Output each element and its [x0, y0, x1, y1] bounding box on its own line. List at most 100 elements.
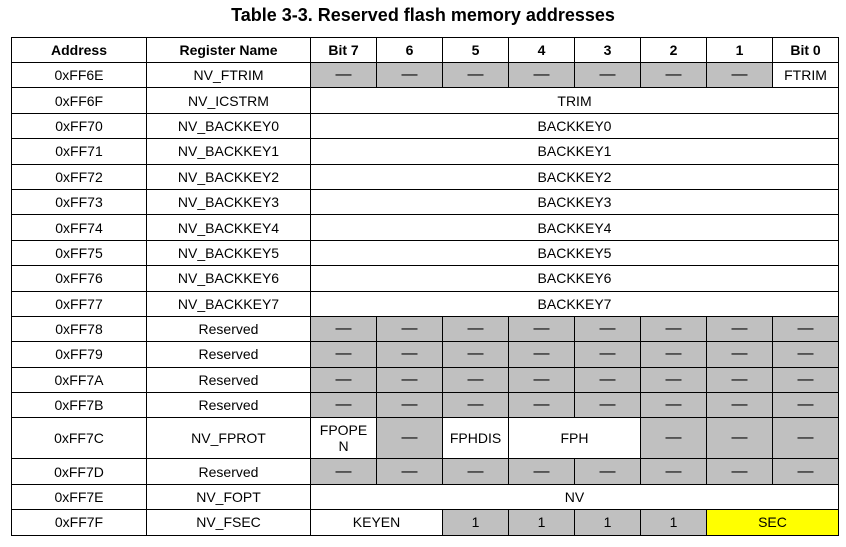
table-row: 0xFF75 NV_BACKKEY5 BACKKEY5	[11, 239, 839, 267]
reserved-bit-cell: —	[310, 315, 377, 343]
reserved-bit-cell: —	[376, 458, 443, 485]
table-title: Table 3-3. Reserved flash memory address…	[231, 5, 615, 25]
bit-field-cell: FPOPE N	[310, 417, 377, 460]
bit-field-cell: NV	[310, 483, 839, 511]
bit-field-cell: FPHDIS	[442, 417, 509, 460]
address-cell: 0xFF73	[11, 188, 147, 216]
reserved-bit-cell: —	[772, 315, 839, 343]
bit-field-cell: BACKKEY4	[310, 214, 839, 241]
register-name-cell: NV_BACKKEY4	[146, 214, 311, 241]
reserved-bit-cell: —	[442, 458, 509, 485]
fixed-bit-cell: 1	[508, 509, 575, 536]
reserved-bit-cell: —	[310, 458, 377, 485]
fixed-bit-cell: 1	[442, 509, 509, 536]
register-name-cell: Reserved	[146, 392, 311, 419]
address-cell: 0xFF77	[11, 290, 147, 317]
register-name-cell: NV_BACKKEY1	[146, 138, 311, 165]
table-row: 0xFF7C NV_FPROT FPOPE N — FPHDIS FPH — —…	[11, 417, 839, 460]
reserved-bit-cell: —	[706, 392, 773, 419]
table-row: 0xFF78 Reserved — — — — — — — —	[11, 315, 839, 343]
table-row: 0xFF70 NV_BACKKEY0 BACKKEY0	[11, 112, 839, 140]
reserved-bit-cell: —	[574, 366, 641, 394]
reserved-bit-cell: —	[574, 61, 641, 89]
address-cell: 0xFF7A	[11, 366, 147, 394]
reserved-bit-cell: —	[508, 458, 575, 485]
reserved-bit-cell: —	[376, 341, 443, 368]
reserved-bit-cell: —	[706, 341, 773, 368]
address-cell: 0xFF6F	[11, 87, 147, 114]
reserved-bit-cell: —	[574, 341, 641, 368]
bit-field-cell: FPH	[508, 417, 641, 460]
reserved-bit-cell: —	[442, 366, 509, 394]
table-row: 0xFF7E NV_FOPT NV	[11, 483, 839, 511]
col-header-bit0: Bit 0	[772, 37, 839, 63]
col-header-bit2: 2	[640, 37, 707, 63]
register-name-cell: Reserved	[146, 366, 311, 394]
address-cell: 0xFF72	[11, 163, 147, 190]
address-cell: 0xFF74	[11, 214, 147, 241]
reserved-bit-cell: —	[640, 417, 707, 460]
col-header-register-name: Register Name	[146, 37, 311, 63]
register-name-cell: NV_BACKKEY6	[146, 265, 311, 292]
reserved-bit-cell: —	[508, 392, 575, 419]
reserved-bit-cell: —	[640, 366, 707, 394]
reserved-bit-cell: —	[310, 61, 377, 89]
reserved-bit-cell: —	[706, 61, 773, 89]
bit-field-cell: BACKKEY2	[310, 163, 839, 190]
table-row: 0xFF74 NV_BACKKEY4 BACKKEY4	[11, 214, 839, 241]
col-header-bit5: 5	[442, 37, 509, 63]
reserved-bit-cell: —	[640, 61, 707, 89]
address-cell: 0xFF7C	[11, 417, 147, 460]
reserved-bit-cell: —	[508, 315, 575, 343]
table-row: 0xFF7D Reserved — — — — — — — —	[11, 458, 839, 485]
reserved-bit-cell: —	[508, 341, 575, 368]
register-name-cell: Reserved	[146, 341, 311, 368]
header-row: Address Register Name Bit 7 6 5 4 3 2 1 …	[11, 37, 839, 63]
register-name-cell: NV_FPROT	[146, 417, 311, 460]
bit-field-cell: FTRIM	[772, 61, 839, 89]
reserved-bit-cell: —	[574, 315, 641, 343]
reserved-bit-cell: —	[706, 417, 773, 460]
table-row: 0xFF76 NV_BACKKEY6 BACKKEY6	[11, 265, 839, 292]
reserved-bit-cell: —	[574, 458, 641, 485]
register-name-cell: NV_FOPT	[146, 483, 311, 511]
col-header-bit3: 3	[574, 37, 641, 63]
col-header-address: Address	[11, 37, 147, 63]
bit-field-cell: TRIM	[310, 87, 839, 114]
register-name-cell: NV_BACKKEY7	[146, 290, 311, 317]
reserved-bit-cell: —	[706, 315, 773, 343]
address-cell: 0xFF7F	[11, 509, 147, 536]
reserved-bit-cell: —	[772, 392, 839, 419]
reserved-bit-cell: —	[442, 315, 509, 343]
reserved-bit-cell: —	[772, 458, 839, 485]
col-header-bit6: 6	[376, 37, 443, 63]
register-name-cell: Reserved	[146, 315, 311, 343]
reserved-bit-cell: —	[640, 458, 707, 485]
table-row: 0xFF6E NV_FTRIM — — — — — — — FTRIM	[11, 61, 839, 89]
bit-field-cell: BACKKEY1	[310, 138, 839, 165]
address-cell: 0xFF7E	[11, 483, 147, 511]
table-row: 0xFF6F NV_ICSTRM TRIM	[11, 87, 839, 114]
col-header-bit1: 1	[706, 37, 773, 63]
reserved-bit-cell: —	[574, 392, 641, 419]
table-row: 0xFF71 NV_BACKKEY1 BACKKEY1	[11, 138, 839, 165]
bit-field-cell: KEYEN	[310, 509, 443, 536]
col-header-bit7: Bit 7	[310, 37, 377, 63]
reserved-bit-cell: —	[640, 392, 707, 419]
register-name-cell: NV_BACKKEY5	[146, 239, 311, 267]
register-name-cell: NV_FTRIM	[146, 61, 311, 89]
table-row: 0xFF7F NV_FSEC KEYEN 1 1 1 1 SEC	[11, 509, 839, 536]
reserved-bit-cell: —	[376, 315, 443, 343]
reserved-bit-cell: —	[706, 458, 773, 485]
reserved-bit-cell: —	[310, 392, 377, 419]
reserved-bit-cell: —	[508, 61, 575, 89]
address-cell: 0xFF6E	[11, 61, 147, 89]
register-name-cell: Reserved	[146, 458, 311, 485]
reserved-bit-cell: —	[310, 366, 377, 394]
bit-field-cell: BACKKEY0	[310, 112, 839, 140]
reserved-bit-cell: —	[376, 417, 443, 460]
bit-field-cell: BACKKEY5	[310, 239, 839, 267]
reserved-bit-cell: —	[310, 341, 377, 368]
reserved-bit-cell: —	[376, 392, 443, 419]
table-row: 0xFF77 NV_BACKKEY7 BACKKEY7	[11, 290, 839, 317]
